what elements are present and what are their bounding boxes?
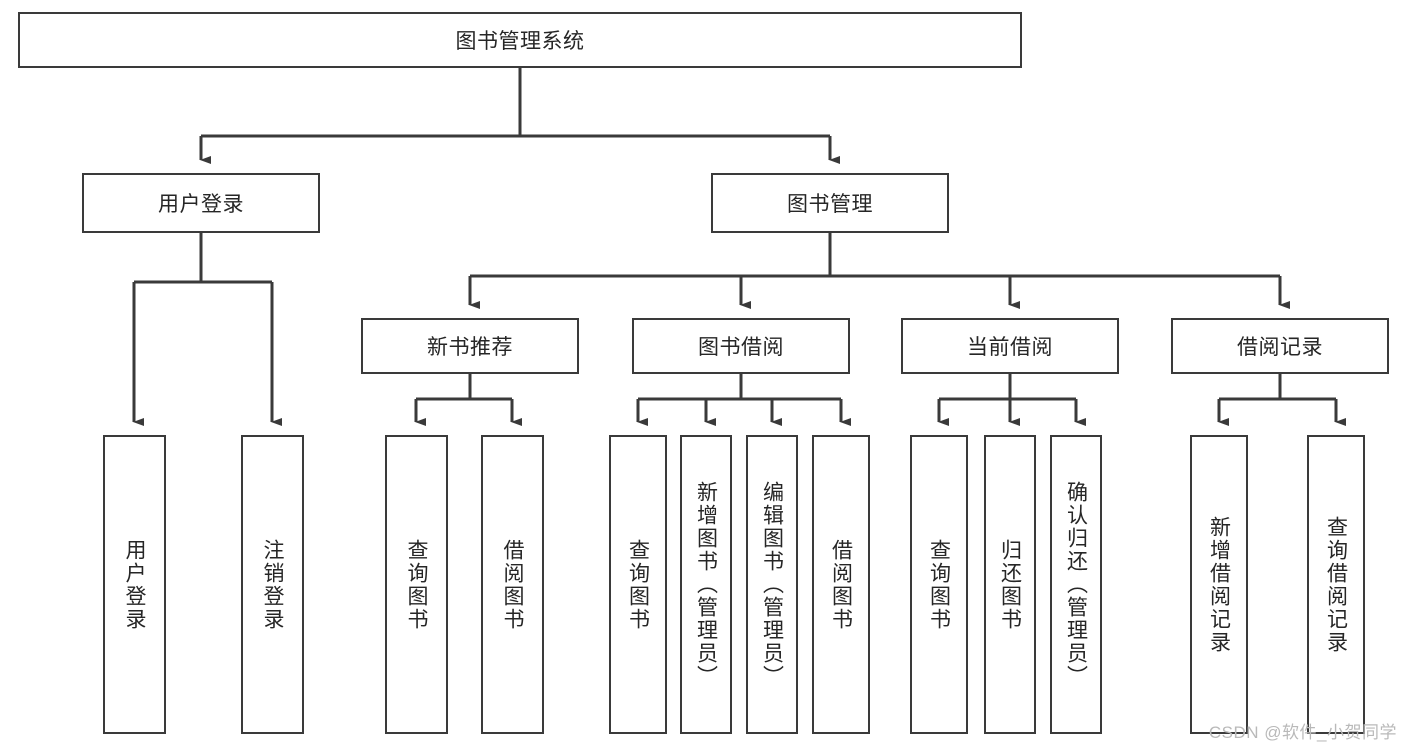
- node-label: 当前借阅: [967, 336, 1053, 359]
- node-book-borrow[interactable]: 图书借阅: [632, 318, 850, 374]
- node-label: 编辑图书（管理员）: [760, 481, 784, 688]
- leaf-return-book[interactable]: 归还图书: [984, 435, 1036, 734]
- node-user-login[interactable]: 用户登录: [82, 173, 320, 233]
- leaf-add-borrow-record[interactable]: 新增借阅记录: [1190, 435, 1248, 734]
- leaf-edit-book-admin[interactable]: 编辑图书（管理员）: [746, 435, 798, 734]
- node-label: 借阅记录: [1237, 336, 1323, 359]
- leaf-add-book-admin[interactable]: 新增图书（管理员）: [680, 435, 732, 734]
- leaf-query-book-recommend[interactable]: 查询图书: [385, 435, 448, 734]
- node-current-borrow[interactable]: 当前借阅: [901, 318, 1119, 374]
- node-label: 图书管理系统: [455, 30, 585, 53]
- node-label: 新书推荐: [427, 336, 513, 359]
- node-label: 用户登录: [123, 538, 146, 631]
- node-label: 图书管理: [787, 193, 873, 216]
- node-book-management[interactable]: 图书管理: [711, 173, 949, 233]
- node-borrow-record[interactable]: 借阅记录: [1171, 318, 1389, 374]
- node-label: 注销登录: [261, 538, 284, 631]
- node-label: 查询图书: [405, 538, 428, 631]
- node-label: 查询图书: [626, 538, 650, 631]
- node-label: 查询借阅记录: [1324, 515, 1348, 654]
- node-label: 查询图书: [927, 538, 951, 631]
- leaf-query-borrow-record[interactable]: 查询借阅记录: [1307, 435, 1365, 734]
- leaf-query-book-borrow[interactable]: 查询图书: [609, 435, 667, 734]
- node-label: 确认归还（管理员）: [1064, 481, 1088, 688]
- node-label: 用户登录: [158, 193, 244, 216]
- leaf-logout-login[interactable]: 注销登录: [241, 435, 304, 734]
- node-label: 图书借阅: [698, 336, 784, 359]
- watermark: CSDN @软件_小贺同学: [1208, 723, 1397, 742]
- leaf-user-login[interactable]: 用户登录: [103, 435, 166, 734]
- node-label: 新增借阅记录: [1207, 515, 1231, 654]
- node-root[interactable]: 图书管理系统: [18, 12, 1022, 68]
- node-label: 新增图书（管理员）: [694, 481, 718, 688]
- leaf-borrow-book-recommend[interactable]: 借阅图书: [481, 435, 544, 734]
- leaf-confirm-return-admin[interactable]: 确认归还（管理员）: [1050, 435, 1102, 734]
- node-label: 归还图书: [998, 538, 1022, 631]
- node-label: 借阅图书: [829, 538, 853, 631]
- leaf-borrow-book[interactable]: 借阅图书: [812, 435, 870, 734]
- leaf-query-book-current[interactable]: 查询图书: [910, 435, 968, 734]
- node-label: 借阅图书: [501, 538, 524, 631]
- node-new-book-recommend[interactable]: 新书推荐: [361, 318, 579, 374]
